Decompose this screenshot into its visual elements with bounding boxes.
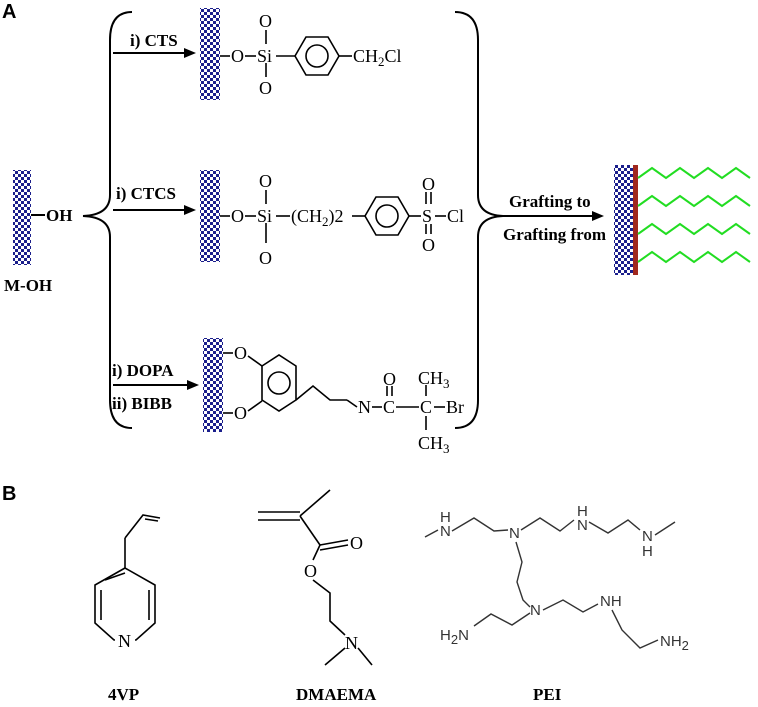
interface-layer [633,165,638,275]
substrate-block-start [13,170,31,265]
pei-nh1-n: N [440,523,451,540]
substrate-block-dopa [203,338,223,432]
ctcs-si: Si [257,206,272,226]
route-dopa-bibb: i) DOPA ii) BIBB O O N C O C CH3 Br CH3 [112,338,464,456]
bibb-br: Br [446,397,464,417]
catechol-ring [261,354,297,412]
start-material: OH M-OH [4,170,72,295]
4vp-n: N [118,631,131,651]
pei-n1: N [509,525,520,542]
start-name-label: M-OH [4,276,52,295]
monomer-name-pei: PEI [533,685,562,704]
arrow-head-ctcs [184,205,196,215]
pei-nh2-end: NH2 [660,633,689,653]
route-ctcs: i) CTCS O Si O O (CH2)2 S O O Cl [113,170,464,268]
substrate-block-cts [200,8,220,100]
polymer-brush-product [614,165,751,275]
route-cts-step: i) CTS [130,31,178,50]
route-cts: i) CTS O Si O O CH2Cl [113,8,402,100]
ctcs-o-link: O [231,206,244,226]
substrate-block-product [614,165,634,275]
route-ctcs-step: i) CTCS [116,184,176,203]
benzene-ring-ctcs [364,196,410,236]
pei-n2: N [530,602,541,619]
ctcs-s: S [422,206,432,226]
ctcs-chain: (CH2)2 [291,206,344,229]
dmaema-o-carbonyl: O [350,533,363,553]
cts-o-bot: O [259,78,272,98]
monomer-dmaema: O O N DMAEMA [258,489,377,704]
monomer-name-4vp: 4VP [108,685,139,704]
pei-nh5: NH [600,593,622,610]
pei-nh2-n: N [577,517,588,534]
arrow-head-dopa [187,380,199,390]
panel-label-b: B [2,483,16,505]
dopa-o1: O [234,343,247,363]
benzene-ring-cts [294,36,340,76]
pei-nh2-h: H [577,503,588,520]
bibb-n: N [358,397,371,417]
cts-o-top: O [259,11,272,31]
grafting-label-from: Grafting from [503,225,606,244]
pei-nh1-h: H [440,509,451,526]
route-dopa-step: i) DOPA [112,361,174,380]
monomer-pei: H N N H N N H N H2N NH NH2 PEI [424,503,689,704]
ctcs-so-bot: O [422,235,435,255]
panel-label-a: A [2,1,16,23]
dmaema-o-ester: O [304,561,317,581]
substrate-block-ctcs [200,170,220,262]
dmaema-n: N [345,633,358,653]
pei-h2n: H2N [440,627,469,647]
grafting-step: Grafting to Grafting from [503,192,606,244]
dopa-o2: O [234,403,247,423]
polymer-chain-3 [637,222,751,236]
monomer-name-dmaema: DMAEMA [296,685,377,704]
ctcs-o-top: O [259,171,272,191]
route-bibb-step: ii) BIBB [112,394,172,413]
bibb-c1: C [383,397,395,417]
bibb-ch3-bot: CH3 [418,433,450,456]
polymer-chain-4 [637,250,751,264]
bibb-o-carbonyl: O [383,369,396,389]
bibb-ch3-top: CH3 [418,368,450,391]
hydroxyl-label: OH [46,206,72,225]
polymer-chain-1 [637,166,751,180]
pei-nh3-h: H [642,543,653,560]
bibb-c2: C [420,397,432,417]
cts-o-link: O [231,46,244,66]
arrow-head-grafting [592,211,604,221]
ctcs-cl: Cl [447,206,464,226]
polymer-chain-2 [637,194,751,208]
ctcs-o-bot: O [259,248,272,268]
pei-nh3-n: N [642,528,653,545]
ctcs-so-top: O [422,174,435,194]
arrow-head-cts [184,48,196,58]
left-brace [82,11,133,429]
cts-si: Si [257,46,272,66]
monomer-4vp: N 4VP [94,514,161,704]
cts-ch2: CH2Cl [353,46,402,69]
grafting-label-to: Grafting to [509,192,591,211]
